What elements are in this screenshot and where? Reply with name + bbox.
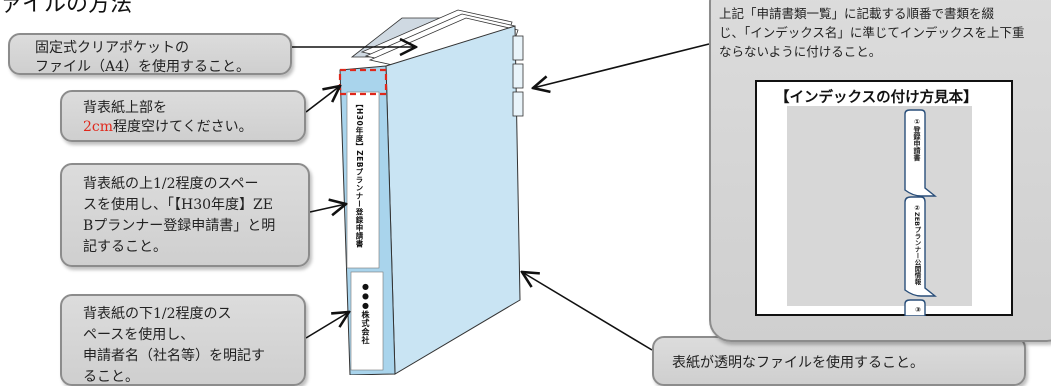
callout-line: 記すること。: [83, 239, 167, 255]
callout-line: ること。: [83, 369, 139, 385]
arrow-spine-lower: [305, 312, 349, 339]
cover-index-tabs: [512, 35, 524, 117]
callout-line-rest: 程度空けてください。: [113, 119, 253, 135]
callout-line: 上記「申請書類一覧」に記載する順番で書類を綴: [719, 6, 995, 21]
index-sample-graphic: [787, 106, 972, 316]
callout-line: 2cm程度空けてください。: [83, 118, 304, 137]
sample-tab-3-label: ③: [914, 306, 922, 314]
callout-line: 表紙が透明なファイルを使用すること。: [672, 355, 924, 371]
callout-line: 固定式クリアポケットの: [35, 40, 189, 56]
callout-line: ファイル（A4）を使用すること。: [35, 59, 251, 75]
highlight-2cm: 2cm: [83, 119, 114, 135]
callout-spine-top: 背表紙上部を 2cm程度空けてください。: [60, 90, 306, 142]
callout-line: Bプランナー登録申請書」と明: [83, 218, 276, 234]
callout-line: じ、「インデックス名」に準じてインデックスを上下重: [719, 25, 1025, 40]
sample-page: [787, 106, 972, 306]
callout-spine-lower: 背表紙の下1/2程度のス ペースを使用し、 申請者名（社名等）を明記す ること。: [60, 294, 306, 386]
binder-diagram: [292, 9, 710, 375]
spine-lower-label: [350, 271, 384, 371]
arrow-index-tabs: [533, 43, 710, 88]
callout-line: 背表紙の下1/2程度のス: [83, 306, 232, 322]
callout-pocket-file: 固定式クリアポケットの ファイル（A4）を使用すること。: [8, 33, 292, 75]
callout-line: 申請者名（社名等）を明記す: [83, 348, 265, 364]
sample-tab-2-shape: [904, 196, 937, 297]
arrow-spine-top: [305, 86, 340, 113]
callout-line: スを使用し、「【H30年度】ZE: [83, 197, 273, 213]
pointer-arrows: [292, 43, 710, 351]
arrow-spine-upper: [309, 204, 346, 212]
callout-line: ならないように付けること。: [719, 44, 882, 59]
sample-tab-1-label: ①登録申請書: [913, 118, 921, 161]
callout-transparent-cover: 表紙が透明なファイルを使用すること。: [652, 336, 1026, 386]
spine-upper-label: [346, 91, 380, 269]
callout-line: 背表紙の上1/2程度のスペー: [83, 176, 259, 192]
arrow-transparent-cover: [522, 272, 653, 351]
spine-lower-text: ●●●株式会社: [361, 282, 370, 345]
sample-tab-3-shape: [904, 299, 926, 316]
sample-tab-1-shape: [904, 109, 937, 197]
spine-upper-text: 【H30年度】ZEBプランナー登録申請書: [355, 100, 364, 248]
sample-tab-2-label: ②ZEBプランナー公開情報: [913, 204, 921, 285]
spine-top-margin-marker: [338, 68, 388, 96]
binder-front-cover: [385, 25, 521, 375]
callout-line: ペースを使用し、: [83, 327, 195, 343]
callout-line: 背表紙上部を: [83, 100, 167, 116]
index-sample-title: 【インデックスの付け方見本】: [775, 90, 978, 106]
section-title-fragment: ァイルの方法: [0, 0, 133, 17]
callout-spine-upper: 背表紙の上1/2程度のスペー スを使用し、「【H30年度】ZE Bプランナー登録…: [60, 163, 310, 267]
